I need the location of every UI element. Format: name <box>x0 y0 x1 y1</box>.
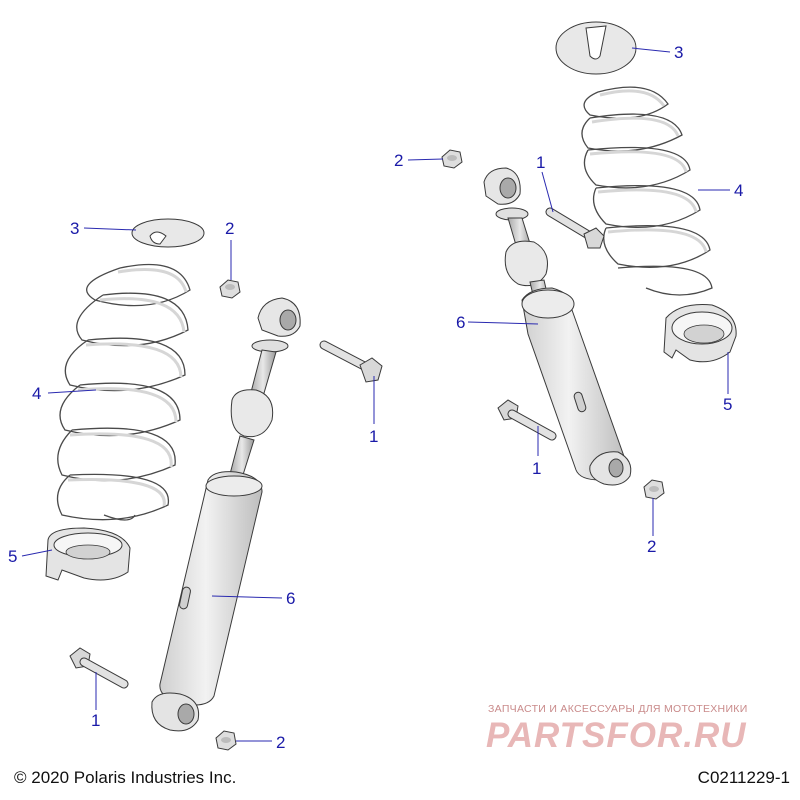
callout-right-nut-bottom: 2 <box>647 537 656 556</box>
right-bolt-top <box>545 207 605 249</box>
callout-left-retainer: 5 <box>8 547 17 566</box>
right-shock-absorber <box>483 167 632 486</box>
callout-left-spring-seat: 3 <box>70 219 79 238</box>
callout-left-bolt-top: 1 <box>369 427 378 446</box>
watermark-logo: PARTSFOR.RU <box>486 716 747 755</box>
right-assembly <box>441 21 737 500</box>
callout-right-retainer: 5 <box>723 395 732 414</box>
left-spring-seat <box>131 218 205 248</box>
left-assembly <box>45 218 383 751</box>
drawing-number: C0211229-1 <box>697 768 790 787</box>
copyright-notice: © 2020 Polaris Industries Inc. <box>14 768 237 787</box>
leader-lines <box>21 47 730 742</box>
left-bolt-top <box>319 340 383 383</box>
left-nut-top <box>219 279 241 299</box>
callout-right-bolt-bottom: 1 <box>532 459 541 478</box>
right-nut-top <box>441 149 463 169</box>
right-spring-seat <box>555 21 637 75</box>
watermark-caption: ЗАПЧАСТИ И АКСЕССУАРЫ ДЛЯ МОТОТЕХНИКИ <box>488 703 748 715</box>
callout-right-nut-top: 2 <box>394 151 403 170</box>
left-shock-absorber <box>151 297 301 732</box>
callout-labels: 3 2 4 1 5 6 1 2 3 2 1 4 6 5 1 2 <box>8 43 743 752</box>
callout-left-nut-bottom: 2 <box>276 733 285 752</box>
left-nut-bottom <box>215 730 237 751</box>
callout-left-bolt-bottom: 1 <box>91 711 100 730</box>
right-bolt-bottom <box>497 399 557 441</box>
callout-left-nut-top: 2 <box>225 219 234 238</box>
right-coil-spring <box>581 86 713 296</box>
callout-right-shock: 6 <box>456 313 465 332</box>
left-coil-spring <box>56 263 191 521</box>
right-nut-bottom <box>643 479 665 500</box>
left-spring-retainer <box>45 527 131 581</box>
callout-left-shock: 6 <box>286 589 295 608</box>
callout-right-spring-seat: 3 <box>674 43 683 62</box>
callout-right-spring: 4 <box>734 181 743 200</box>
callout-left-spring: 4 <box>32 384 41 403</box>
left-bolt-bottom <box>69 647 129 689</box>
right-spring-retainer <box>663 304 737 363</box>
callout-right-bolt-top: 1 <box>536 153 545 172</box>
